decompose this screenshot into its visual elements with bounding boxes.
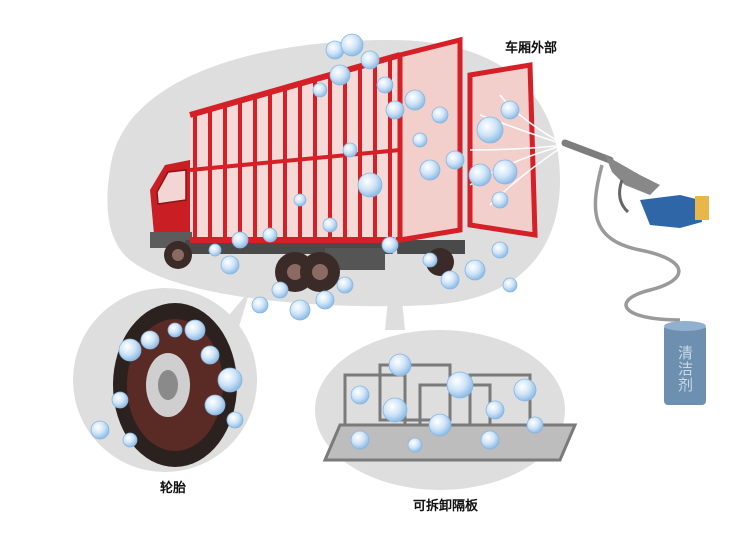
- truck-illustration: [150, 36, 538, 292]
- partition-callout: [315, 230, 578, 490]
- detergent-can-icon: [664, 321, 706, 405]
- label-truck-exterior: 车厢外部: [505, 41, 558, 56]
- label-tire: 轮胎: [160, 481, 187, 496]
- detergent-label: 清洁剂: [676, 345, 694, 393]
- label-removable-partition: 可拆卸隔板: [413, 499, 479, 514]
- spray-gun-icon: [561, 139, 660, 214]
- foam-bubbles: [90, 33, 544, 453]
- glove-icon: [640, 195, 709, 228]
- hose: [593, 164, 681, 322]
